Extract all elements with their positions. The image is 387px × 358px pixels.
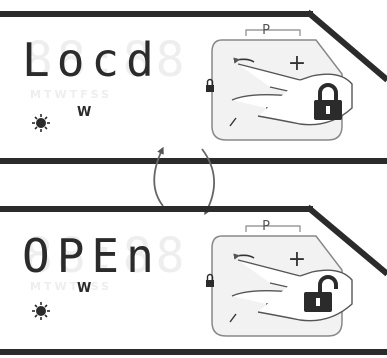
lcd-display-text: Locd — [22, 33, 161, 87]
keypad-p-label: P — [262, 219, 270, 234]
active-day: W — [77, 105, 91, 120]
active-day: W — [77, 281, 91, 296]
small-lock-icon — [206, 80, 214, 93]
panel-open: 88:88 OPEn MTWTFSS W P + — [3, 209, 387, 352]
weekday-row: MTWTFSS — [30, 280, 112, 293]
lcd-display-text: OPEn — [22, 229, 161, 283]
keypad: P + — [206, 219, 352, 336]
keypad-p-bracket — [246, 30, 300, 36]
weekday-row: MTWTFSS — [30, 88, 112, 101]
keypad-p-label: P — [262, 23, 270, 38]
keypad-p-bracket — [246, 226, 300, 232]
small-lock-icon — [206, 275, 214, 288]
keypad-plus-label: + — [288, 247, 306, 272]
keypad-plus-label: + — [288, 51, 306, 76]
sun-icon — [32, 114, 50, 132]
sun-icon — [32, 302, 50, 320]
keypad: P + — [206, 23, 352, 140]
moon-icon — [77, 301, 88, 317]
panel-locked: 88:88 Locd MTWTFSS W P + — [3, 14, 387, 161]
